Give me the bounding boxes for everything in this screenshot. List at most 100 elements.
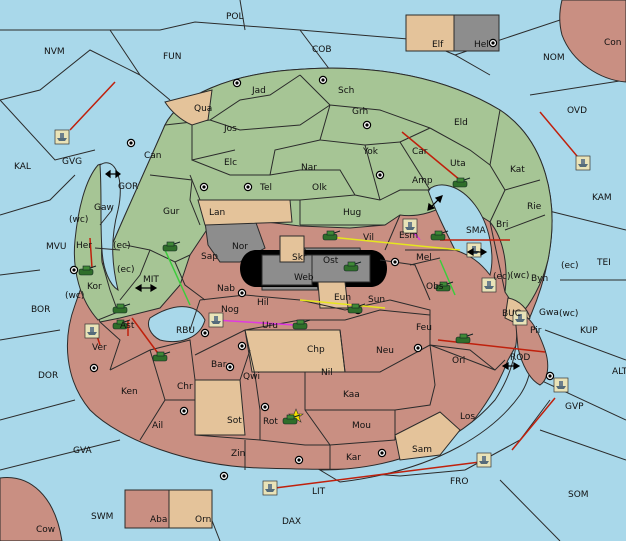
province-aba[interactable] bbox=[124, 489, 170, 529]
province-label-gwa: Gwa bbox=[539, 308, 559, 318]
province-label-can: Can bbox=[144, 151, 162, 161]
supply-center-icon-core bbox=[235, 81, 239, 85]
province-qua[interactable] bbox=[164, 89, 213, 126]
province-label-con: Con bbox=[604, 38, 622, 48]
sea-label-rbu: RBU bbox=[176, 326, 195, 336]
sea-label-mvu: MVU bbox=[46, 242, 67, 252]
province-label-car: Car bbox=[412, 147, 428, 157]
sea-label-alt: ALT bbox=[612, 367, 626, 377]
province-label-neu: Neu bbox=[376, 346, 394, 356]
supply-center-icon-core bbox=[365, 123, 369, 127]
ship-icon[interactable] bbox=[512, 310, 528, 326]
tank-icon[interactable] bbox=[282, 414, 301, 425]
province-con[interactable] bbox=[559, 0, 626, 83]
province-label-lan: Lan bbox=[209, 208, 225, 218]
province-label-byn: Byn bbox=[531, 274, 548, 284]
province-label-nil: Nil bbox=[321, 368, 333, 378]
supply-center-icon-core bbox=[72, 268, 76, 272]
province-label-uta: Uta bbox=[450, 159, 466, 169]
province-label-qwi: Qwi bbox=[243, 372, 260, 382]
supply-center-icon-core bbox=[240, 291, 244, 295]
sea-label-rod: ROD bbox=[510, 353, 530, 363]
sea-gor[interactable] bbox=[99, 162, 121, 292]
province-ost-inner bbox=[311, 254, 371, 283]
supply-center-icon-core bbox=[129, 141, 133, 145]
order-arrows bbox=[69, 81, 583, 489]
ship-icon[interactable] bbox=[402, 218, 418, 234]
province-label-nor: Nor bbox=[232, 242, 248, 252]
province-elf[interactable] bbox=[405, 14, 455, 52]
ship-icon[interactable] bbox=[553, 377, 569, 393]
coast-label: (wc) bbox=[69, 215, 88, 225]
province-label-sap: Sap bbox=[201, 252, 218, 262]
province-label-nog: Nog bbox=[221, 305, 239, 315]
supply-center-icon-core bbox=[228, 365, 232, 369]
tank-icon[interactable] bbox=[435, 281, 454, 292]
ship-icon[interactable] bbox=[84, 323, 100, 339]
tank-icon[interactable] bbox=[292, 319, 311, 330]
supply-center-icon-core bbox=[491, 41, 495, 45]
province-label-qua: Qua bbox=[194, 104, 212, 114]
province-label-hel: Hel bbox=[474, 40, 489, 50]
tank-icon[interactable] bbox=[162, 241, 181, 252]
sea-rbu[interactable] bbox=[147, 306, 206, 343]
ship-icon[interactable] bbox=[476, 452, 492, 468]
ship-icon[interactable] bbox=[466, 242, 482, 258]
tank-icon[interactable] bbox=[455, 333, 474, 344]
tank-icon[interactable] bbox=[322, 230, 341, 241]
tank-icon[interactable] bbox=[112, 319, 131, 330]
province-lan[interactable] bbox=[197, 199, 293, 226]
sea-label-swm: SWM bbox=[91, 512, 113, 522]
province-label-amp: Amp bbox=[412, 176, 433, 186]
tank-icon[interactable] bbox=[430, 230, 449, 241]
supply-center-icon-core bbox=[321, 78, 325, 82]
sea-rod[interactable] bbox=[318, 309, 532, 483]
tank-icon[interactable] bbox=[347, 303, 366, 314]
sea-label-som: SOM bbox=[568, 490, 589, 500]
tank-icon[interactable] bbox=[452, 177, 471, 188]
province-label-vil: Vil bbox=[363, 233, 374, 243]
sea-label-cob: COB bbox=[312, 45, 332, 55]
province-label-eld: Eld bbox=[454, 118, 468, 128]
province-label-pir: Pir bbox=[530, 326, 542, 336]
coast-label: (wc) bbox=[559, 309, 578, 319]
coast-label: (ec) bbox=[493, 272, 511, 282]
province-label-kat: Kat bbox=[510, 165, 525, 175]
coast-label: (wc) bbox=[510, 271, 529, 281]
province-label-ken: Ken bbox=[121, 387, 138, 397]
province-label-hil: Hil bbox=[257, 298, 269, 308]
province-label-hug: Hug bbox=[343, 208, 361, 218]
province-label-kar: Kar bbox=[346, 453, 361, 463]
tank-icon[interactable] bbox=[343, 261, 362, 272]
coast-label: (ec) bbox=[561, 261, 579, 271]
province-sot[interactable] bbox=[194, 379, 246, 436]
province-chp[interactable] bbox=[244, 329, 346, 373]
supply-center-icon-core bbox=[203, 331, 207, 335]
sea-label-gva: GVA bbox=[73, 446, 93, 456]
sea-label-fun: FUN bbox=[163, 52, 182, 62]
tank-icon[interactable] bbox=[112, 303, 131, 314]
ship-icon[interactable] bbox=[262, 480, 278, 496]
province-label-mel: Mel bbox=[416, 253, 432, 263]
province-label-ail: Ail bbox=[152, 421, 163, 431]
sea-label-kam: KAM bbox=[592, 193, 612, 203]
province-sam[interactable] bbox=[394, 411, 461, 461]
ship-icon[interactable] bbox=[54, 129, 70, 145]
province-label-orl: Orl bbox=[452, 356, 465, 366]
ship-icon[interactable] bbox=[575, 155, 591, 171]
province-label-aba: Aba bbox=[150, 515, 167, 525]
province-label-sam: Sam bbox=[412, 445, 432, 455]
tank-icon[interactable] bbox=[78, 265, 97, 276]
sea-label-sma: SMA bbox=[466, 226, 486, 236]
province-label-ver: Ver bbox=[92, 343, 107, 353]
ship-icon[interactable] bbox=[481, 277, 497, 293]
tank-icon[interactable] bbox=[152, 351, 171, 362]
province-orn[interactable] bbox=[168, 489, 213, 529]
province-label-elc: Elc bbox=[224, 158, 237, 168]
province-label-kaa: Kaa bbox=[343, 390, 360, 400]
supply-center-icon-core bbox=[263, 405, 267, 409]
ship-icon[interactable] bbox=[208, 312, 224, 328]
sea-label-fro: FRO bbox=[450, 477, 469, 487]
